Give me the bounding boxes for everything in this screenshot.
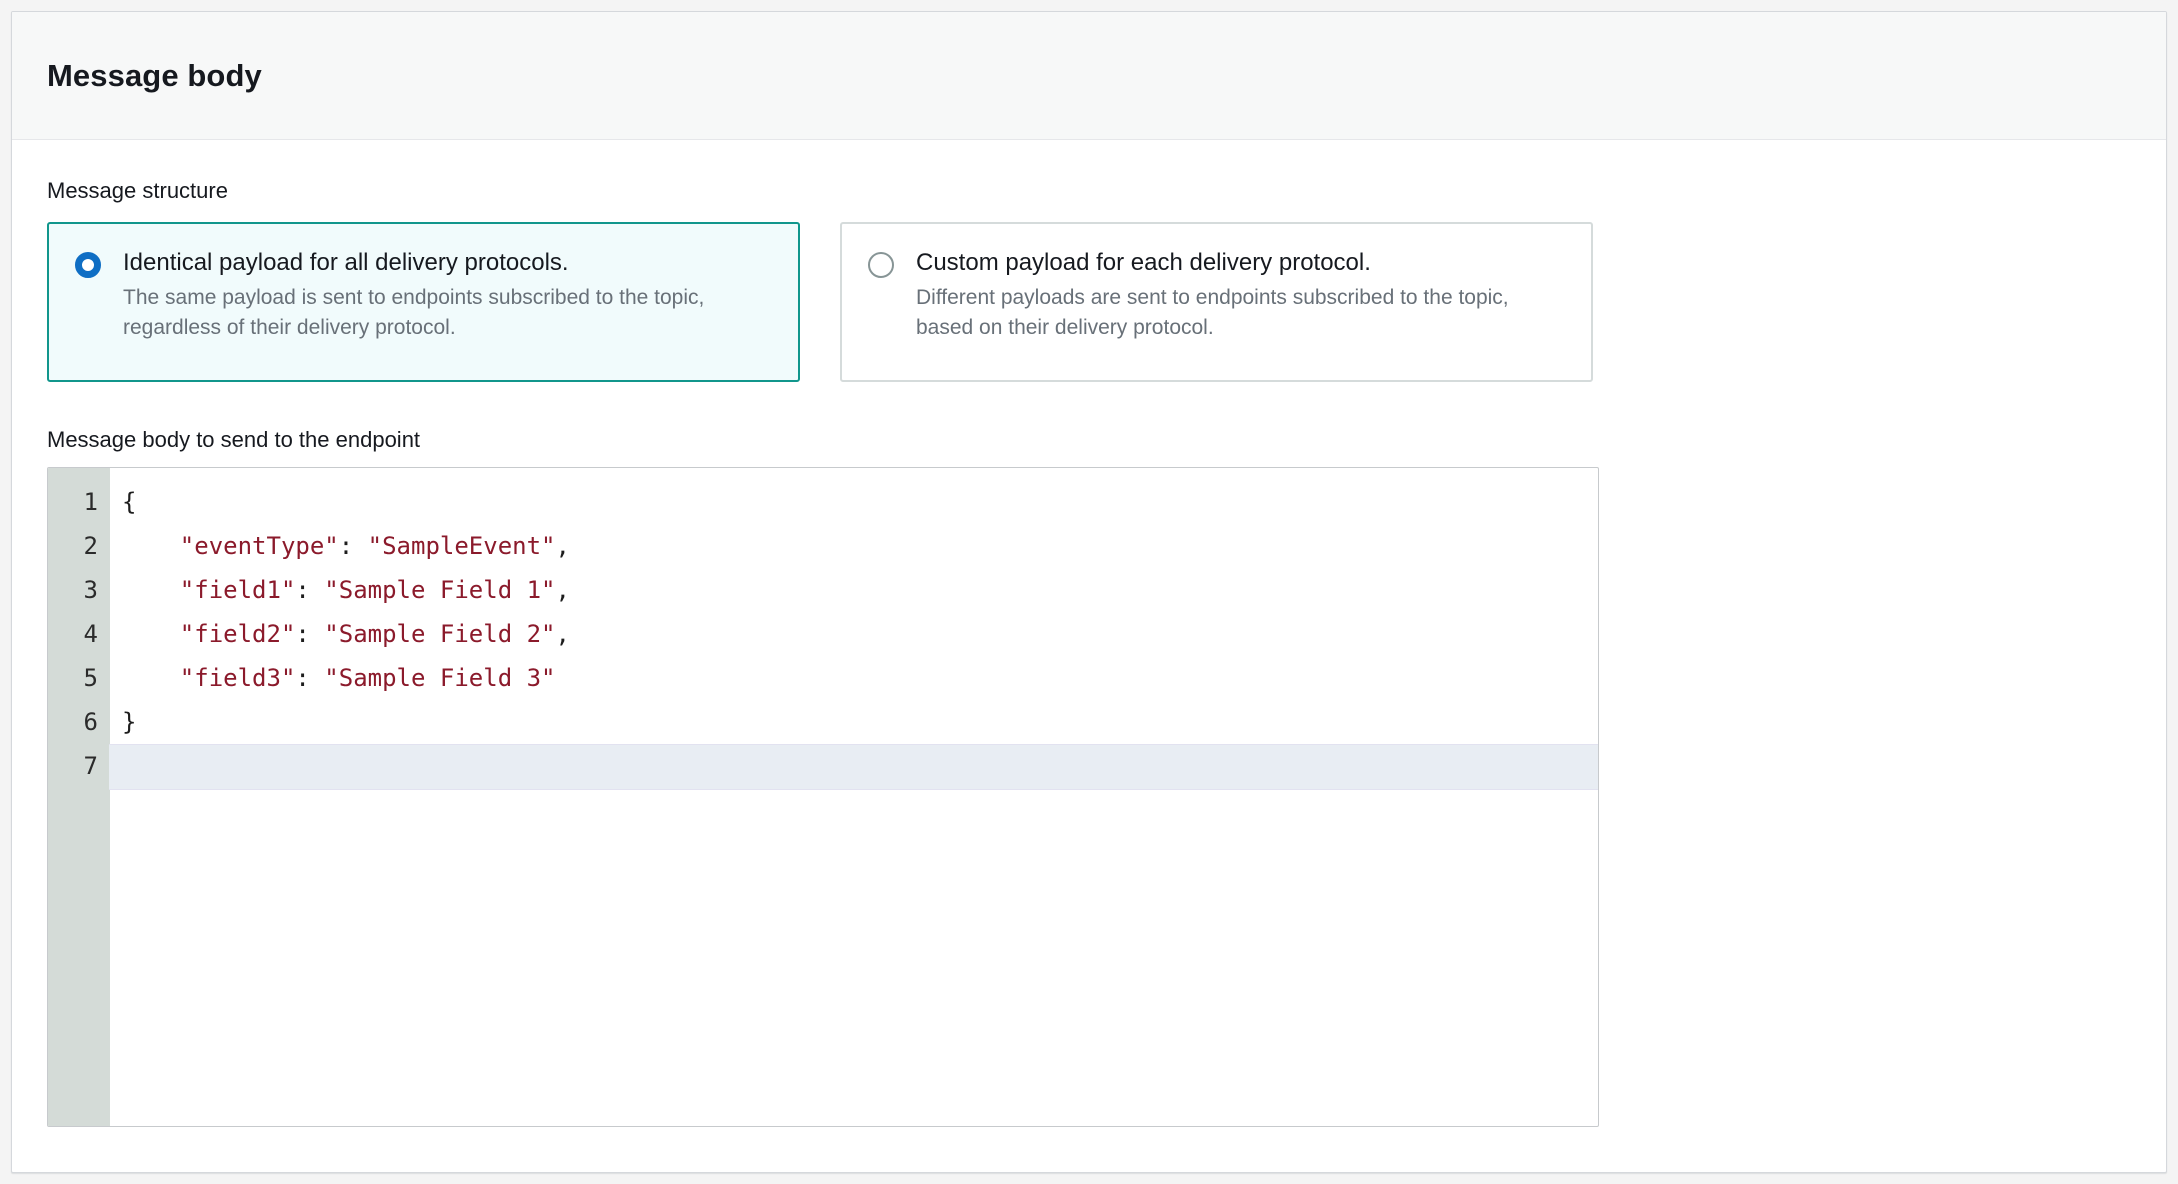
editor-line-number: 3 [83,575,98,604]
editor-code-line[interactable]: "field3": "Sample Field 3" [179,663,556,692]
message-body-editor-label: Message body to send to the endpoint [47,426,421,452]
page-title: Message body [47,57,262,93]
radio-tile-text: Identical payload for all delivery proto… [123,248,770,343]
editor-code-line[interactable] [109,743,1598,790]
panel-header: Message body [12,12,2166,140]
radio-tile-heading: Custom payload for each delivery protoco… [916,248,1371,276]
editor-code-line[interactable]: { [122,487,137,516]
editor-code-line[interactable]: "field2": "Sample Field 2", [179,619,570,648]
editor-line-number: 1 [83,487,98,516]
radio-tile-description: Different payloads are sent to endpoints… [916,286,1509,340]
message-structure-label: Message structure [47,178,228,203]
message-body-code-editor[interactable]: 1 2 3 4 5 6 7 { "eventType": "SampleEvent", "f… [47,466,1599,1127]
editor-code-line[interactable]: "field1": "Sample Field 1", [179,575,570,604]
editor-line-number: 7 [83,751,98,780]
radio-tile-heading: Identical payload for all delivery proto… [123,248,569,276]
radio-tile-description: The same payload is sent to endpoints su… [123,286,705,340]
panel-body: Message structure Identical payload for … [12,140,2166,1127]
radio-unselected-icon[interactable] [868,251,894,278]
radio-selected-icon[interactable] [75,251,101,278]
editor-line-number: 5 [83,663,98,692]
message-body-panel: Message body Message structure Identical… [11,11,2167,1173]
message-structure-radio-group: Identical payload for all delivery proto… [47,221,2131,382]
editor-line-number: 2 [83,531,98,560]
radio-tile-custom-payload[interactable]: Custom payload for each delivery protoco… [840,221,1593,382]
editor-code-input[interactable]: { "eventType": "SampleEvent", "field1": … [109,468,1598,1126]
editor-line-number: 6 [83,707,98,736]
radio-tile-text: Custom payload for each delivery protoco… [916,248,1563,343]
editor-line-number: 4 [83,619,98,648]
editor-line-number-gutter: 1 2 3 4 5 6 7 [48,467,110,1126]
radio-tile-identical-payload[interactable]: Identical payload for all delivery proto… [47,221,800,382]
editor-code-line[interactable]: "eventType": "SampleEvent", [179,531,570,560]
editor-code-line[interactable]: } [122,707,137,736]
